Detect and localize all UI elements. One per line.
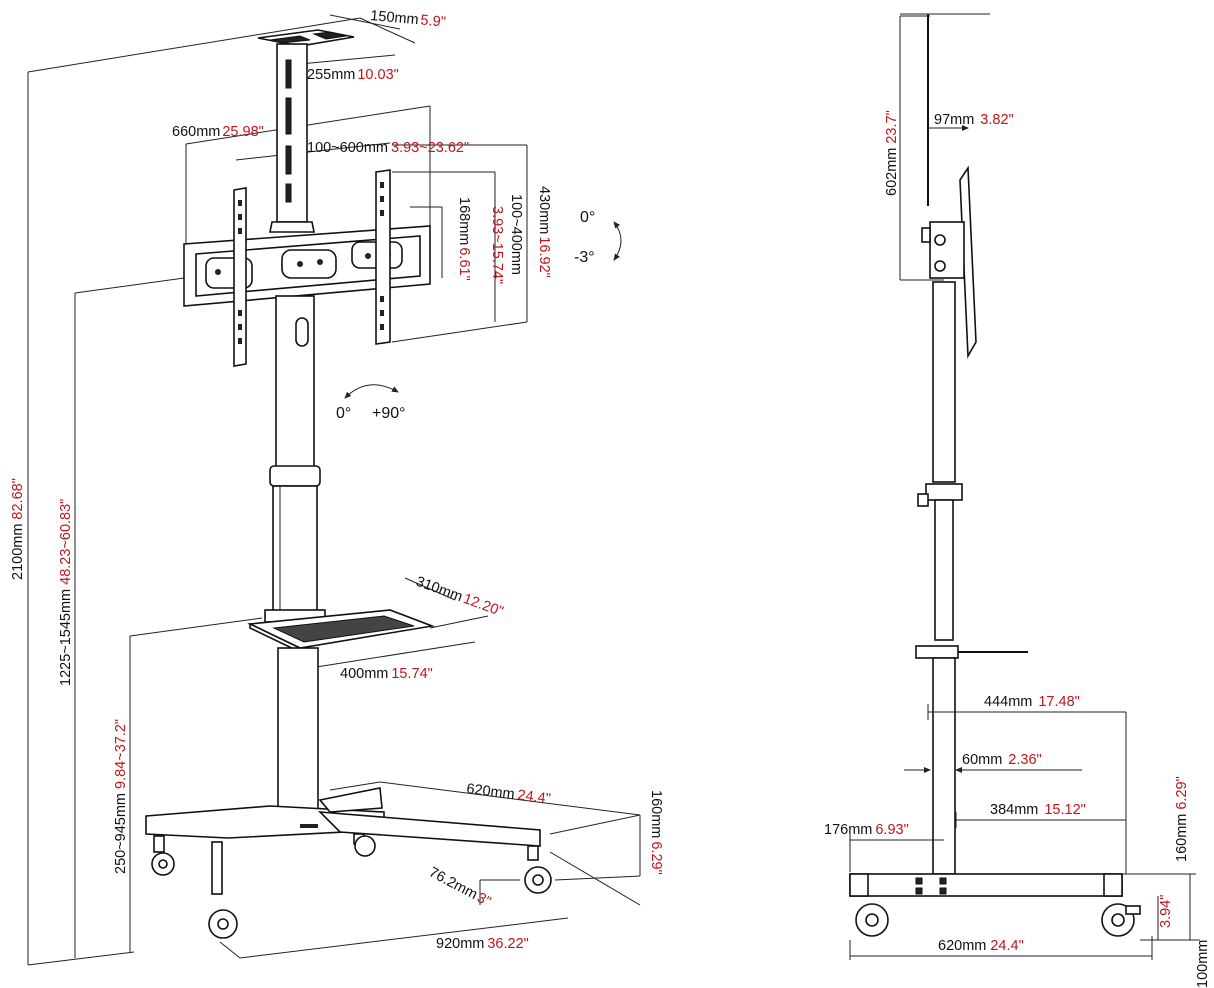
shelf-reach-in: 17.48"	[1038, 694, 1079, 710]
column-top-in: 10.03"	[357, 67, 398, 83]
total-height-in: 82.68"	[10, 478, 26, 519]
vesa-height-in: 3.93~15.74"	[489, 206, 505, 284]
front-leg-in: 15.12"	[1044, 802, 1085, 818]
front-dimension-lines	[27, 14, 641, 966]
top-plate-mm: 150mm	[370, 8, 420, 28]
pole-depth-mm: 60mm	[962, 752, 1002, 768]
base-height-mm: 160mm	[648, 790, 664, 838]
center-height-mm: 1225~1545mm	[58, 589, 74, 686]
svg-text:430mm16.92": 430mm 16.92"	[536, 186, 552, 278]
side-base-length-in: 24.4"	[990, 938, 1023, 954]
svg-text:150mm5.9": 150mm5.9"	[370, 8, 447, 31]
shelf-width-in: 15.74"	[391, 666, 432, 682]
side-base-height-in: 6.29"	[1174, 776, 1190, 809]
base-width-in: 24.4"	[516, 787, 551, 807]
tilt-upper: 0°	[580, 209, 595, 226]
rotation-right: +90°	[372, 405, 406, 422]
svg-text:620mm24.4": 620mm24.4"	[938, 938, 1024, 954]
svg-text:168mm6.61": 168mm 6.61"	[456, 197, 472, 281]
shelf-depth-in: 12.20"	[461, 591, 505, 620]
shelf-depth-mm: 310mm	[414, 574, 465, 606]
rear-leg-mm: 176mm	[824, 822, 872, 838]
rear-leg-in: 6.93"	[875, 822, 908, 838]
vesa-width-in: 3.93~23.62"	[391, 140, 469, 156]
center-height-in: 48.23~60.83"	[58, 499, 74, 585]
column-top-mm: 255mm	[307, 67, 355, 83]
side-base-height-mm: 160mm	[1174, 814, 1190, 862]
mount-width-in: 25.98"	[222, 124, 263, 140]
shelf-width-mm: 400mm	[340, 666, 388, 682]
total-height-mm: 2100mm	[10, 524, 26, 580]
shelf-reach-mm: 444mm	[984, 694, 1032, 710]
front-stand-drawing	[145, 29, 622, 939]
svg-text:310mm12.20": 310mm12.20"	[414, 574, 506, 620]
tilt-lower: -3°	[574, 249, 595, 266]
shelf-height-mm: 250~945mm	[113, 793, 129, 874]
base-height-in: 6.29"	[648, 841, 664, 874]
svg-text:250~945mm9.84~37.2": 250~945mm 9.84~37.2"	[113, 719, 129, 874]
wheel-height-in: 3.94"	[1158, 895, 1174, 928]
svg-text:76.2mm3": 76.2mm3"	[426, 864, 493, 910]
top-plate-in: 5.9"	[420, 12, 447, 30]
caster-mm: 76.2mm	[426, 864, 480, 903]
screen-height-mm: 602mm	[884, 148, 900, 196]
mount-width-mm: 660mm	[172, 124, 220, 140]
vesa-height-mm: 100~400mm	[508, 194, 524, 275]
arm-height-in: 16.92"	[536, 236, 552, 277]
base-width-mm: 620mm	[466, 781, 516, 803]
vesa-width-mm: 100~600mm	[307, 140, 388, 156]
side-dimension-lines	[849, 15, 1200, 960]
front-leg-mm: 384mm	[990, 802, 1038, 818]
screen-offset-mm: 97mm	[934, 112, 974, 128]
svg-text:160mm6.29": 160mm 6.29"	[648, 790, 664, 875]
svg-text:620mm24.4": 620mm24.4"	[466, 781, 552, 807]
side-labels: 602mm 23.7" 97mm 3.82" 444mm 17.48" 60mm 2.3…	[824, 110, 1211, 988]
bracket-height-mm: 168mm	[456, 197, 472, 245]
svg-text:160mm6.29": 160mm 6.29"	[1174, 776, 1190, 862]
bracket-height-in: 6.61"	[456, 247, 472, 280]
arm-height-mm: 430mm	[536, 186, 552, 234]
svg-text:602mm23.7": 602mm 23.7"	[884, 110, 900, 196]
rotation-left: 0°	[336, 405, 351, 422]
screen-offset-in: 3.82"	[980, 112, 1013, 128]
svg-text:1225~1545mm48.23~60.83": 1225~1545mm 48.23~60.83"	[58, 499, 74, 686]
side-base-length-mm: 620mm	[938, 938, 986, 954]
svg-text:2100mm82.68": 2100mm 82.68"	[10, 478, 26, 580]
base-depth-in: 36.22"	[487, 936, 528, 952]
pole-depth-in: 2.36"	[1008, 752, 1041, 768]
shelf-height-in: 9.84~37.2"	[113, 719, 129, 789]
screen-height-in: 23.7"	[884, 110, 900, 143]
base-depth-mm: 920mm	[436, 936, 484, 952]
wheel-height-mm: 100mm	[1195, 940, 1211, 988]
